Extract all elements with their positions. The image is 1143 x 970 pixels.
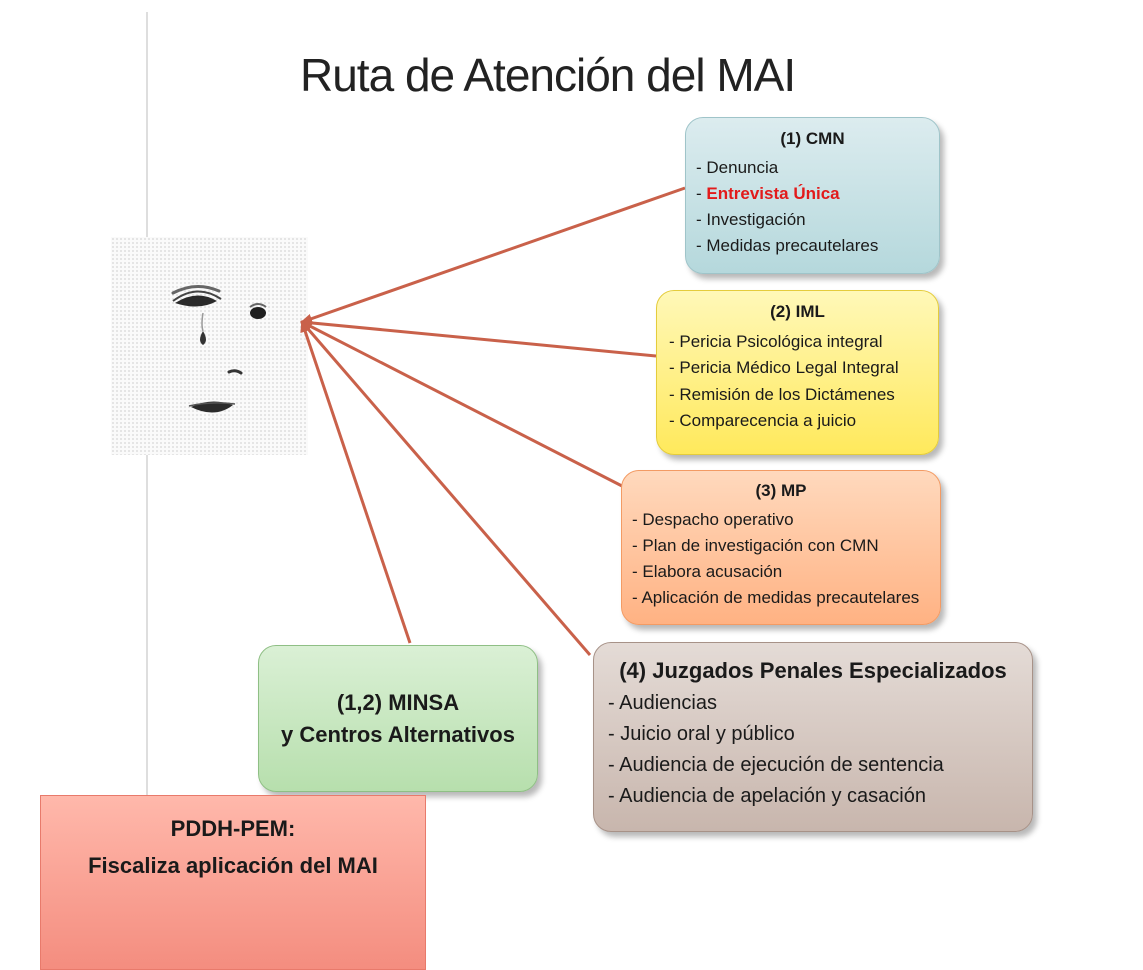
arrow-from-iml bbox=[300, 317, 657, 358]
minsa-box: (1,2) MINSA y Centros Alternativos bbox=[258, 645, 538, 792]
iml-item: - Pericia Psicológica integral bbox=[669, 331, 883, 351]
minsa-line1: (1,2) MINSA bbox=[336, 689, 460, 715]
cmn-item: - Denuncia bbox=[696, 158, 779, 177]
pddh-box: PDDH-PEM: Fiscaliza aplicación del MAI bbox=[40, 795, 426, 970]
cmn-item: - Medidas precautelares bbox=[696, 236, 879, 255]
iml-item: - Remisión de los Dictámenes bbox=[669, 384, 895, 404]
juzgados-heading: (4) Juzgados Penales Especializados bbox=[619, 658, 1007, 683]
iml-item: - Comparecencia a juicio bbox=[669, 411, 857, 430]
crying-face-image bbox=[111, 237, 308, 455]
mp-item: - Despacho operativo bbox=[632, 510, 794, 529]
mp-item: - Elabora acusación bbox=[632, 562, 783, 581]
juzgados-item: - Audiencias bbox=[608, 692, 717, 714]
face-drawing bbox=[171, 285, 267, 413]
arrow-from-jpe bbox=[300, 320, 592, 656]
cmn-box: (1) CMN - Denuncia - Entrevista Única - … bbox=[685, 117, 940, 274]
juzgados-item: - Juicio oral y público bbox=[608, 723, 795, 745]
page-title: Ruta de Atención del MAI bbox=[300, 49, 796, 101]
arrow-from-minsa bbox=[300, 320, 412, 644]
cmn-item-entrevista: Entrevista Única bbox=[706, 184, 840, 203]
cmn-item-prefix: - bbox=[696, 184, 707, 203]
arrow-from-cmn bbox=[300, 186, 686, 324]
arrow-from-mp bbox=[300, 320, 623, 488]
pddh-line2: Fiscaliza aplicación del MAI bbox=[88, 853, 378, 878]
juzgados-item: - Audiencia de ejecución de sentencia bbox=[608, 754, 944, 776]
mp-item: - Aplicación de medidas precautelares bbox=[632, 588, 920, 607]
pddh-line1: PDDH-PEM: bbox=[170, 816, 296, 841]
iml-box: (2) IML - Pericia Psicológica integral -… bbox=[656, 290, 939, 455]
mp-box: (3) MP - Despacho operativo - Plan de in… bbox=[621, 470, 941, 625]
juzgados-box: (4) Juzgados Penales Especializados - Au… bbox=[593, 642, 1033, 832]
cmn-item-highlight: - Entrevista Única bbox=[696, 181, 929, 207]
iml-item: - Pericia Médico Legal Integral bbox=[669, 358, 899, 377]
juzgados-item: - Audiencia de apelación y casación bbox=[608, 785, 926, 807]
mp-heading: (3) MP bbox=[755, 481, 807, 500]
iml-heading: (2) IML bbox=[770, 302, 825, 321]
cmn-heading: (1) CMN bbox=[780, 129, 845, 148]
minsa-line2: y Centros Alternativos bbox=[281, 721, 515, 747]
cmn-item: - Investigación bbox=[696, 210, 806, 229]
mp-item: - Plan de investigación con CMN bbox=[632, 536, 879, 555]
